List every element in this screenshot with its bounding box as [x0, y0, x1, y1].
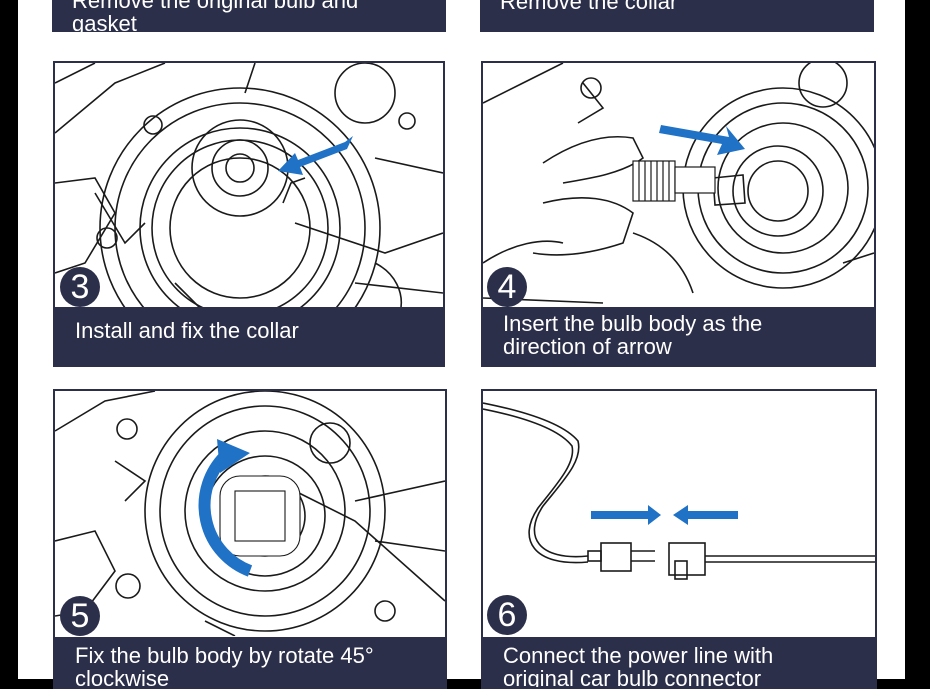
step-5-panel: 5 Fix the bulb body by rotate 45° clockw… — [53, 389, 447, 689]
bulb-rotate-illustration — [55, 391, 445, 636]
caption-line: Fix the bulb body by rotate 45° — [75, 643, 374, 668]
step-3-panel: 3 Install and fix the collar — [53, 61, 445, 367]
bulb-insert-illustration — [483, 63, 874, 304]
caption-line: Remove the collar — [500, 0, 678, 14]
connector-illustration — [483, 402, 875, 580]
step-6-number-badge: 6 — [487, 595, 527, 635]
step-2-caption-right: Remove the collar — [480, 0, 874, 32]
caption-line: Insert the bulb body as the — [503, 311, 763, 336]
caption-line: original car bulb connector — [503, 666, 762, 689]
step-3-caption: Install and fix the collar — [55, 307, 443, 365]
instruction-sheet: Remove the original bulb and gasket Remo… — [18, 0, 905, 689]
caption-line: Install and fix the collar — [75, 318, 299, 343]
step-6-panel: 6 Connect the power line with original c… — [481, 389, 877, 689]
step-5-number-badge: 5 — [60, 596, 100, 636]
caption-line: Connect the power line with — [503, 643, 774, 668]
caption-line: Remove the original bulb and — [72, 0, 359, 13]
step-4-caption: Insert the bulb body as the direction of… — [483, 307, 874, 365]
step-6-caption: Connect the power line with original car… — [483, 637, 875, 689]
caption-line: gasket — [72, 11, 137, 32]
step-2-caption-left: Remove the original bulb and gasket — [52, 0, 446, 32]
step-4-number-badge: 4 — [487, 267, 527, 307]
step-4-panel: 4 Insert the bulb body as the direction … — [481, 61, 876, 367]
caption-line: clockwise — [75, 666, 170, 689]
step-5-caption: Fix the bulb body by rotate 45° clockwis… — [55, 637, 445, 689]
step-3-number-badge: 3 — [60, 267, 100, 307]
collar-install-illustration — [55, 63, 443, 313]
caption-line: direction of arrow — [503, 334, 672, 359]
